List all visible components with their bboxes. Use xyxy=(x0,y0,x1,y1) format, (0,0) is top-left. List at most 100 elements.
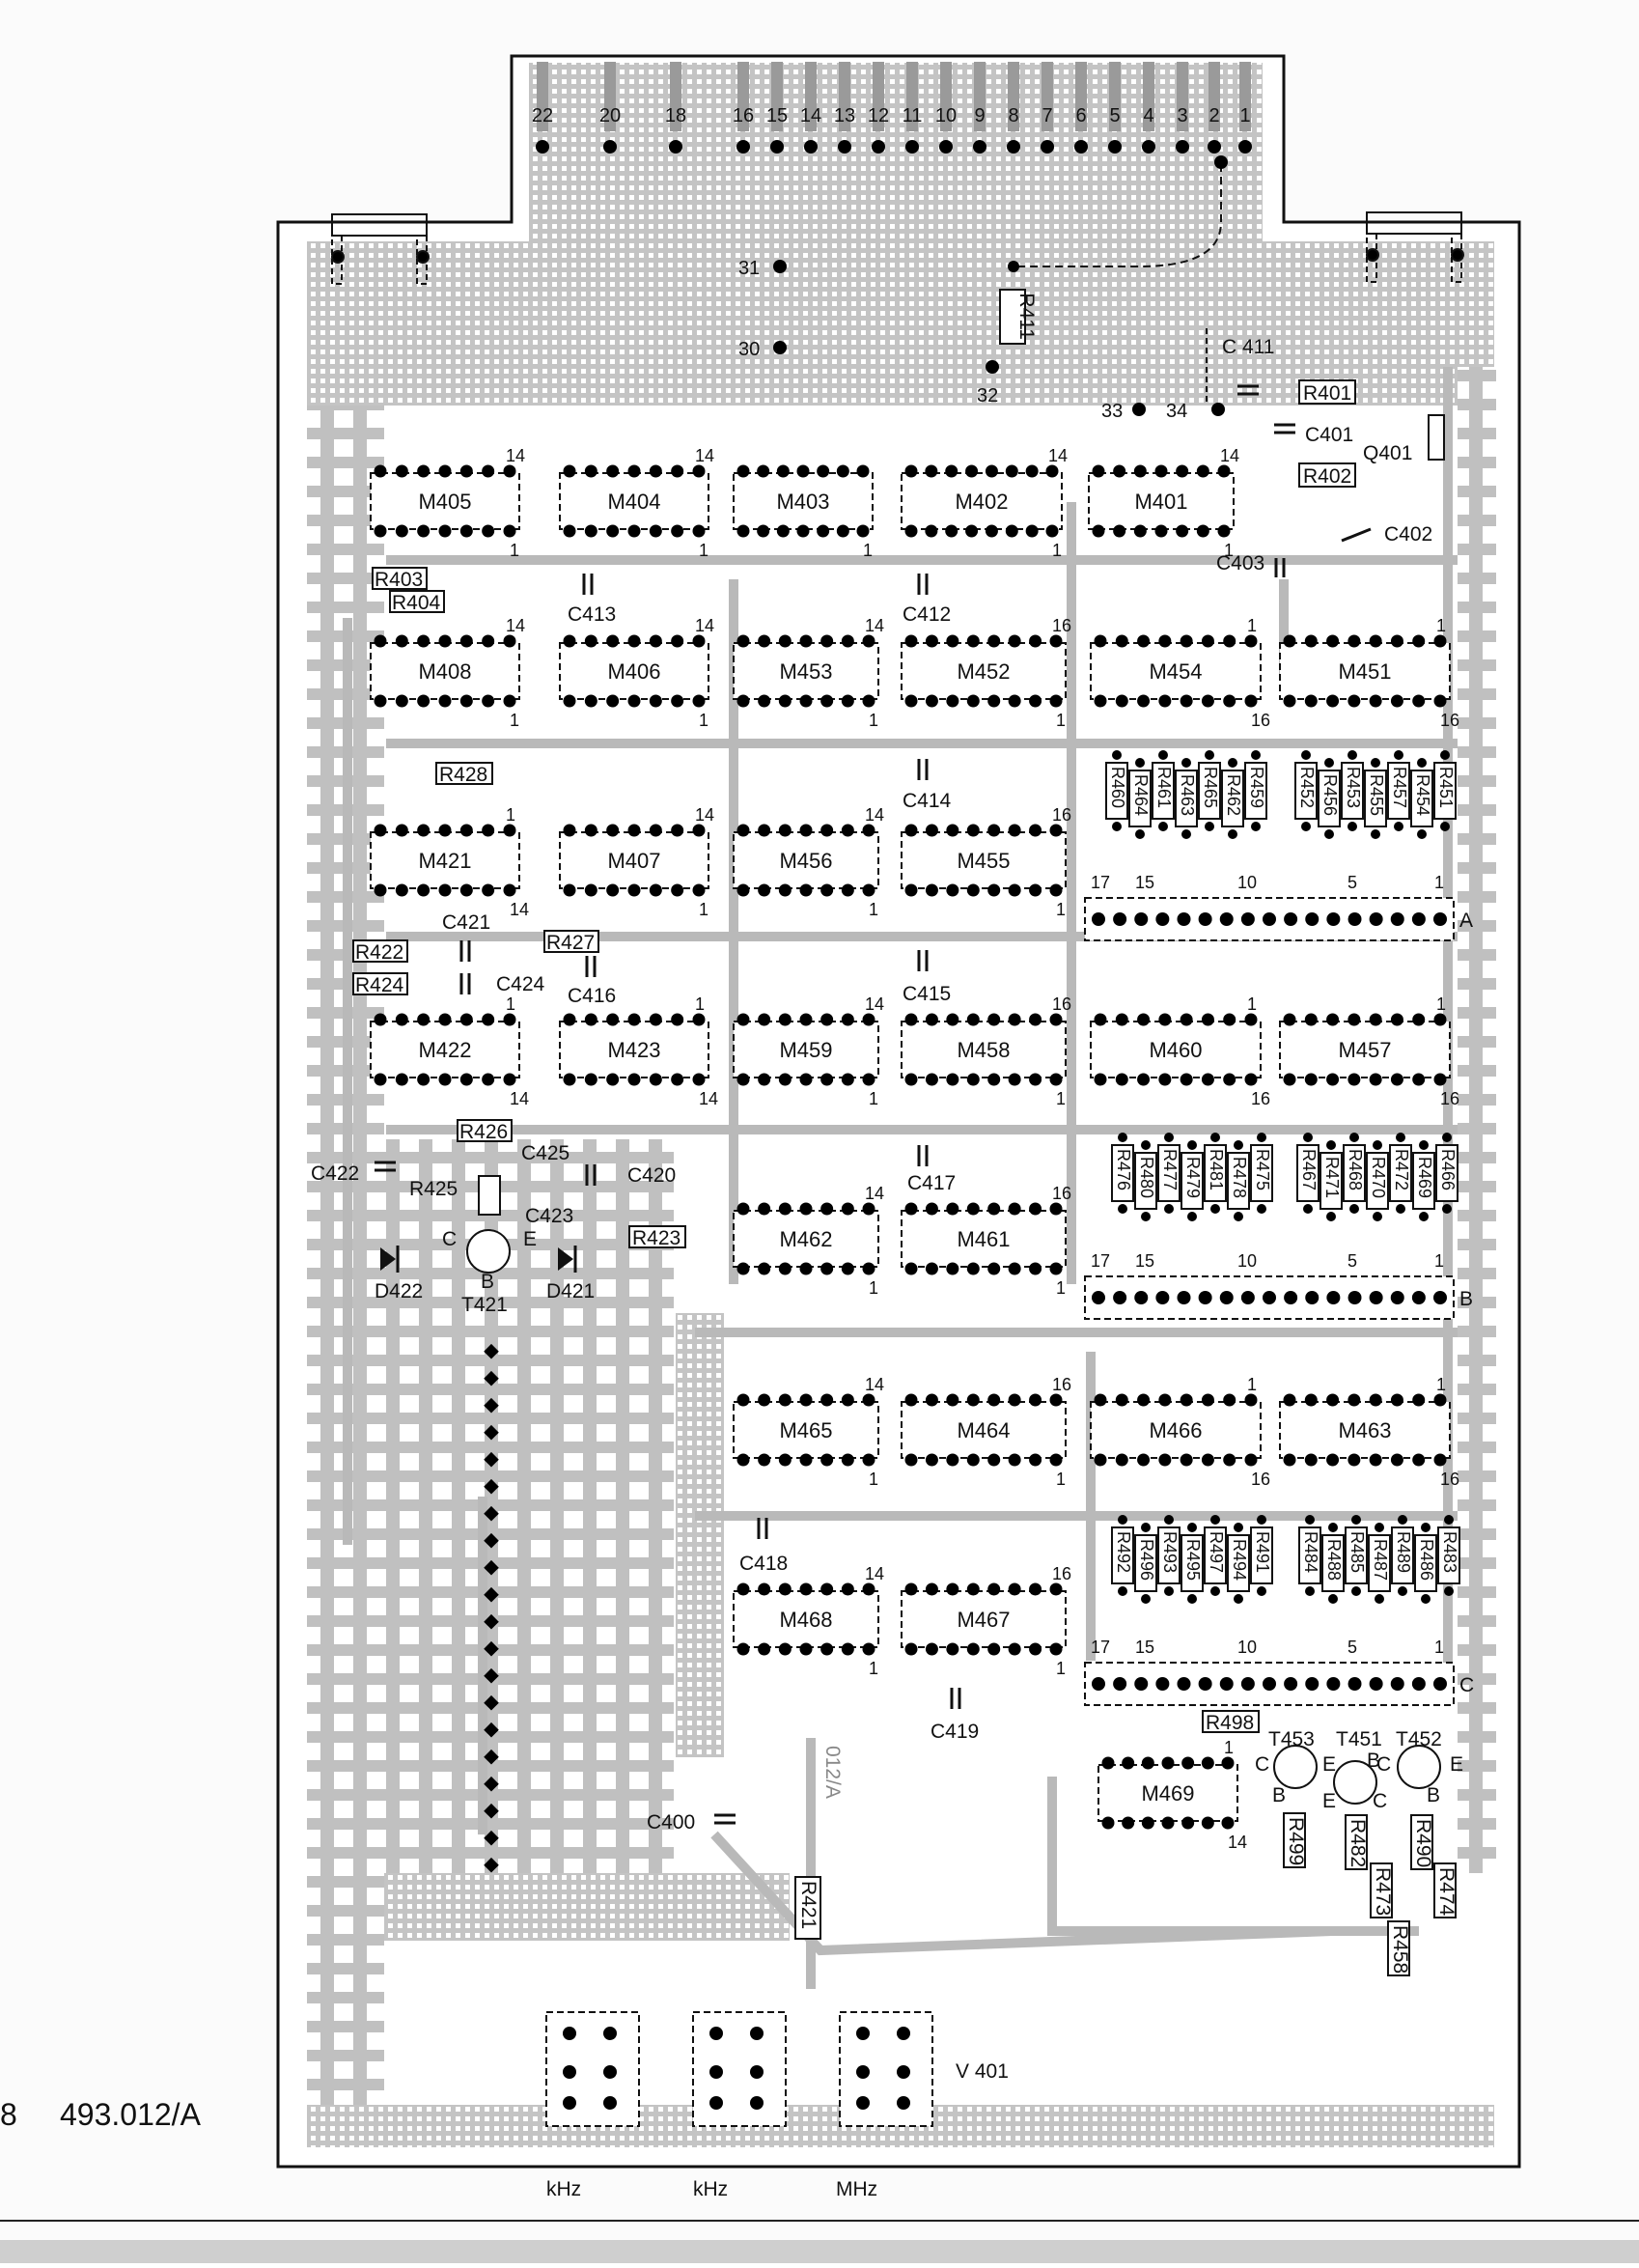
ic-pin-marker: 16 xyxy=(1251,711,1270,730)
pad xyxy=(603,140,617,154)
resistor-label: R494 xyxy=(1230,1539,1249,1581)
ic-pin-marker: 16 xyxy=(1251,1470,1270,1489)
ic-pin-marker: 1 xyxy=(863,541,873,560)
ic-label: M460 xyxy=(1149,1038,1202,1062)
edge-pin-label: 11 xyxy=(903,105,923,126)
edge-pin-label: 16 xyxy=(733,105,754,126)
C414-label: C414 xyxy=(903,790,952,812)
R411-label: R411 xyxy=(1015,293,1038,340)
lower-discretes: C418 C419 R498 T453 C B E T451 B C E T45… xyxy=(647,1518,1463,2083)
edge-pin-label: 13 xyxy=(834,105,855,126)
ic-label: M461 xyxy=(957,1227,1010,1251)
edge-finger xyxy=(805,62,817,131)
T452-E: E xyxy=(1450,1753,1463,1776)
resistor-label: R469 xyxy=(1415,1157,1434,1198)
C418-label: C418 xyxy=(739,1553,788,1575)
header-pin-number: 17 xyxy=(1091,1638,1110,1657)
test-point-33: 33 xyxy=(1101,401,1123,422)
edge-pin-label: 22 xyxy=(532,105,553,126)
resistor-label: R453 xyxy=(1344,767,1363,808)
resistor-label: R476 xyxy=(1114,1149,1133,1190)
C400-label: C400 xyxy=(647,1811,695,1834)
resistor-label: R460 xyxy=(1108,767,1127,808)
C401-label: C401 xyxy=(1305,424,1353,446)
pad xyxy=(804,140,818,154)
pad xyxy=(1214,155,1228,169)
resistor-label: R455 xyxy=(1367,774,1386,816)
ic-label: M458 xyxy=(957,1038,1010,1062)
T421-C: C xyxy=(442,1228,457,1250)
header-pin-number: 15 xyxy=(1135,1251,1154,1271)
jumper-pin2 xyxy=(1014,164,1222,267)
R473-label: R473 xyxy=(1372,1867,1394,1916)
resistor-label: R481 xyxy=(1207,1149,1226,1190)
ic-pin-marker: 14 xyxy=(506,616,525,635)
R427-label: R427 xyxy=(546,932,595,954)
resistor-label: R464 xyxy=(1131,774,1151,816)
ic-pin-marker: 1 xyxy=(510,711,519,730)
resistor-label: R467 xyxy=(1299,1149,1319,1190)
C413-label: C413 xyxy=(568,603,616,626)
test-point-34: 34 xyxy=(1166,401,1187,422)
header-pin-number: 1 xyxy=(1434,1251,1444,1271)
range-switch[interactable] xyxy=(839,2011,933,2127)
T421-label: T421 xyxy=(461,1294,508,1316)
edge-pin-label: 20 xyxy=(599,105,621,126)
range-switch[interactable] xyxy=(692,2011,787,2127)
resistor-label: R483 xyxy=(1440,1531,1459,1573)
edge-finger xyxy=(1177,62,1188,131)
C411-label: C 411 xyxy=(1222,336,1274,358)
ic-pin-marker: 16 xyxy=(1251,1089,1270,1108)
ic-label: M405 xyxy=(418,490,471,514)
ic-pin-marker: 14 xyxy=(699,1089,718,1108)
T451-C: C xyxy=(1373,1790,1387,1812)
edge-finger xyxy=(771,62,783,131)
edge-finger xyxy=(1143,62,1154,131)
edge-finger xyxy=(537,62,548,131)
C420-label: C420 xyxy=(627,1164,676,1187)
ic-pin-marker: 1 xyxy=(1436,1375,1446,1394)
C402-label: C402 xyxy=(1384,523,1432,546)
header-pin-number: 5 xyxy=(1347,873,1357,892)
resistor-label: R486 xyxy=(1417,1539,1436,1581)
resistor-label: R489 xyxy=(1394,1531,1413,1573)
pad xyxy=(736,140,750,154)
ic-pin-marker: 1 xyxy=(869,900,878,919)
ic-pin-marker: 14 xyxy=(695,616,714,635)
edge-finger xyxy=(604,62,616,131)
switch-label-khz-2: kHz xyxy=(693,2178,728,2200)
ic-pin-marker: 14 xyxy=(510,900,529,919)
edge-finger xyxy=(974,62,986,131)
edge-finger xyxy=(839,62,850,131)
edge-finger xyxy=(1075,62,1087,131)
resistor-label: R454 xyxy=(1413,774,1432,816)
resistor-label: R478 xyxy=(1230,1157,1249,1198)
R422-label: R422 xyxy=(355,941,403,964)
ic-pin-marker: 14 xyxy=(695,446,714,465)
ic-pin-marker: 14 xyxy=(865,616,884,635)
C403-label: C403 xyxy=(1216,552,1264,574)
ic-pin-marker: 1 xyxy=(869,1278,878,1298)
ic-label: M465 xyxy=(779,1418,832,1442)
Q401-label: Q401 xyxy=(1363,442,1412,464)
resistor-label: R463 xyxy=(1178,774,1197,816)
T451-E: E xyxy=(1322,1790,1336,1812)
resistor-label: R451 xyxy=(1436,767,1456,808)
ic-pin-marker: 1 xyxy=(1247,1375,1257,1394)
range-switch[interactable] xyxy=(545,2011,640,2127)
C425-label: C425 xyxy=(521,1142,569,1164)
pad xyxy=(1041,140,1054,154)
R474-label: R474 xyxy=(1435,1867,1458,1917)
